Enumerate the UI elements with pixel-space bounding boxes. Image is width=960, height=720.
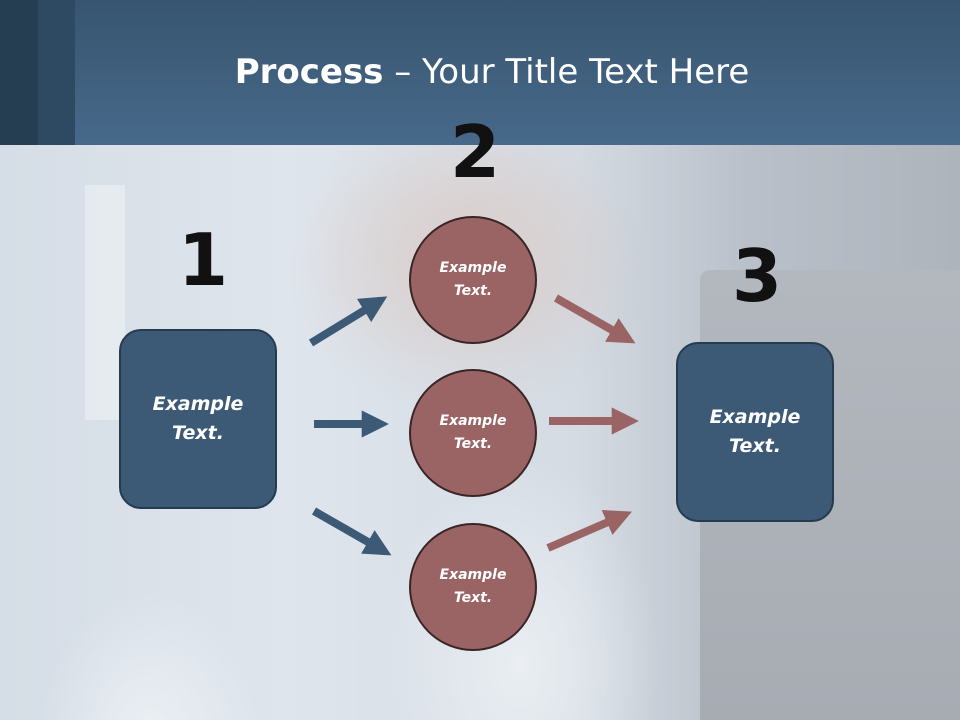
circle-middle-line2: Text. [453, 436, 493, 452]
right-box-line1: Example [709, 406, 801, 428]
right-box-text: Example Text. [710, 403, 801, 461]
circle-top-text: Example Text. [440, 257, 507, 303]
circle-bottom-text: Example Text. [440, 564, 507, 610]
step-number-1: 1 [178, 218, 229, 302]
left-box-text: Example Text. [153, 390, 244, 448]
left-process-box[interactable]: Example Text. [119, 329, 277, 509]
process-circle-middle[interactable]: Example Text. [409, 369, 537, 497]
arrow-left-to-top [308, 296, 388, 347]
circle-middle-text: Example Text. [440, 410, 507, 456]
process-circle-bottom[interactable]: Example Text. [409, 523, 537, 651]
right-box-line2: Text. [729, 435, 781, 457]
circle-top-line1: Example [439, 260, 507, 276]
left-box-line2: Text. [172, 422, 224, 444]
slide-title[interactable]: Process – Your Title Text Here [0, 52, 960, 92]
process-circle-top[interactable]: Example Text. [409, 216, 537, 344]
circle-bottom-line1: Example [439, 567, 507, 583]
right-process-box[interactable]: Example Text. [676, 342, 834, 522]
circle-top-line2: Text. [453, 283, 493, 299]
circle-bottom-line2: Text. [453, 590, 493, 606]
background-window [85, 185, 125, 420]
step-number-3: 3 [732, 234, 783, 318]
title-bar [0, 0, 960, 145]
arrow-left-to-bottom [312, 507, 392, 556]
title-bold: Process [234, 52, 384, 92]
circle-middle-line1: Example [439, 413, 507, 429]
arrow-top-to-right [554, 294, 636, 344]
title-bar-accent-dark [0, 0, 38, 145]
left-box-line1: Example [152, 393, 244, 415]
step-number-2: 2 [450, 110, 501, 194]
arrow-bottom-to-right [546, 509, 632, 552]
title-rest: – Your Title Text Here [383, 52, 750, 92]
